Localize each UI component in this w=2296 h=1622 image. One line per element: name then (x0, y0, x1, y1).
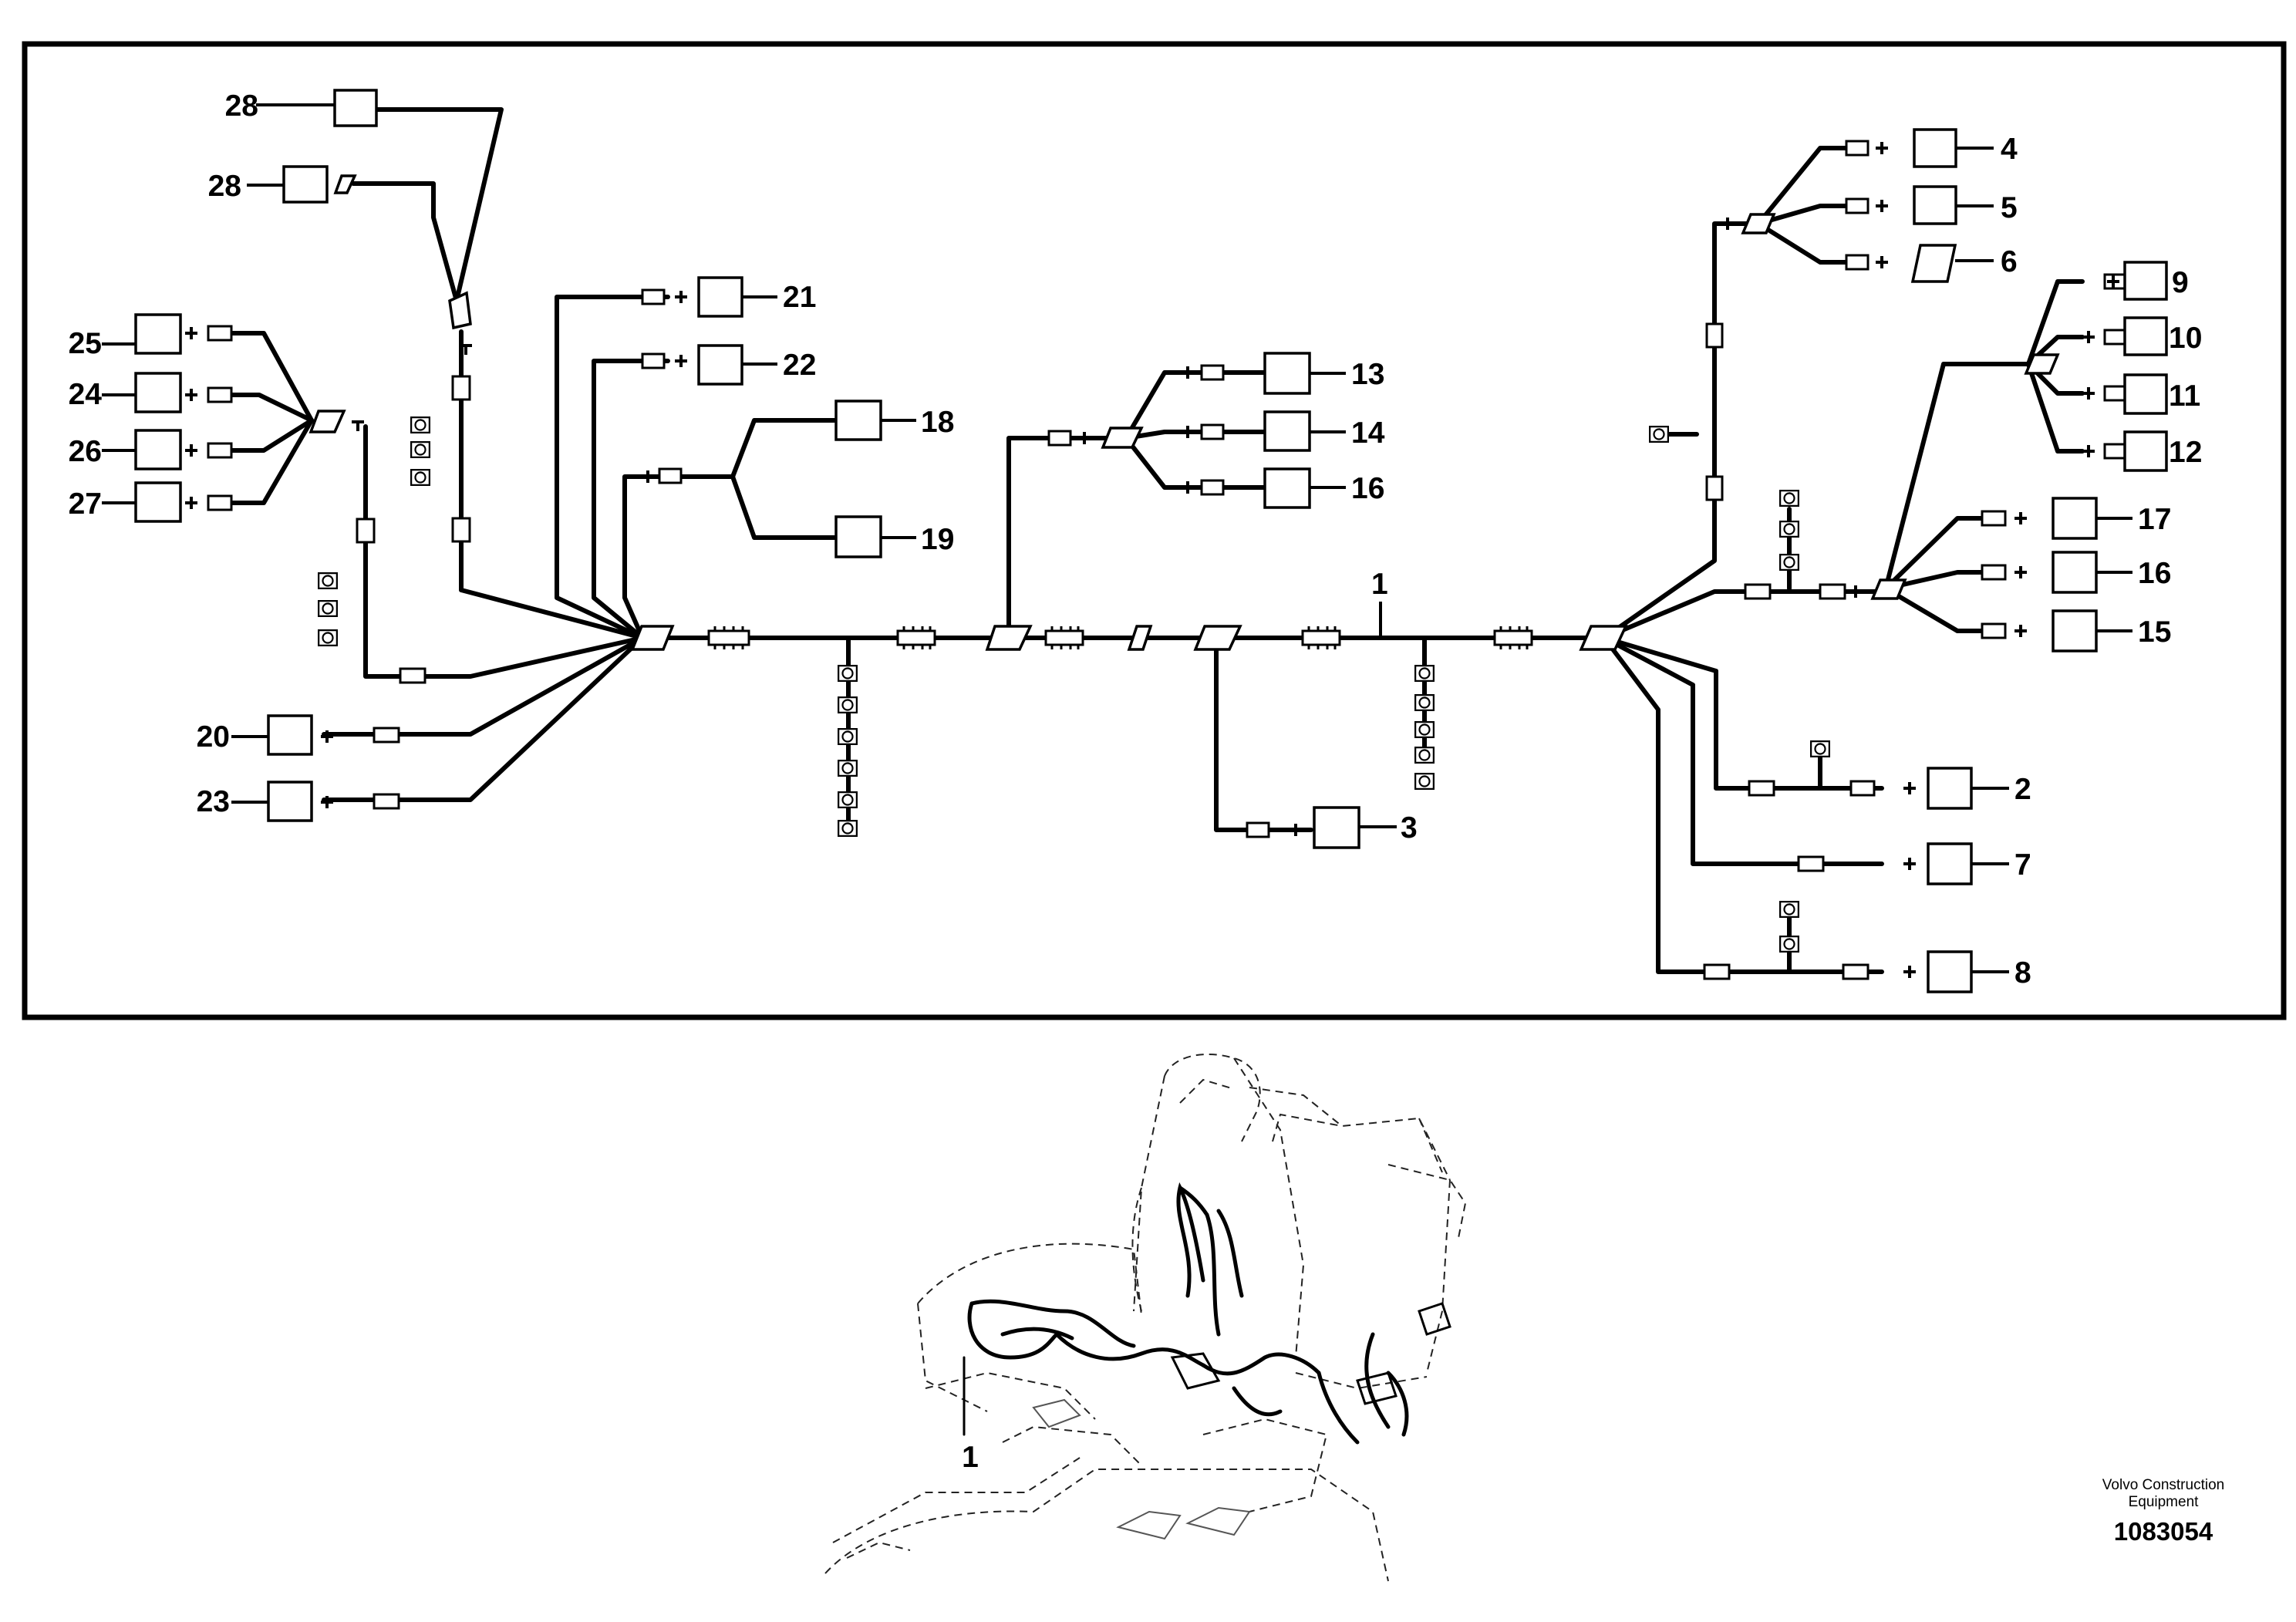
component-boxes (134, 89, 2168, 993)
callout-7: 7 (2014, 848, 2031, 882)
harness-wires (223, 107, 2085, 974)
callout-1: 1 (1371, 568, 1388, 601)
callout-3: 3 (1401, 811, 1418, 845)
component-7 (1927, 842, 1973, 885)
component-10 (2123, 316, 2168, 356)
callout-9: 9 (2172, 266, 2189, 299)
callout-28-lower: 28 (208, 170, 241, 203)
component-28-lower (282, 165, 329, 204)
component-12 (2123, 430, 2168, 472)
callout-6: 6 (2001, 245, 2018, 278)
drawing-id: 1083054 (2113, 1517, 2213, 1546)
component-9 (2123, 261, 2168, 301)
component-21 (697, 276, 743, 318)
component-15 (2052, 609, 2098, 653)
component-28-upper (333, 89, 378, 127)
component-5 (1913, 185, 1957, 225)
callout-26: 26 (69, 435, 102, 468)
callout-8: 8 (2014, 956, 2031, 990)
callout-12: 12 (2169, 436, 2202, 469)
overview-callout-1: 1 (962, 1441, 979, 1474)
callout-22: 22 (783, 349, 816, 382)
component-22 (697, 344, 743, 386)
callout-10: 10 (2169, 322, 2202, 355)
component-19 (834, 515, 882, 558)
diagram-frame (22, 41, 2287, 1020)
callout-4: 4 (2001, 133, 2018, 166)
callout-11: 11 (2169, 379, 2200, 413)
callout-20: 20 (197, 720, 230, 754)
component-11 (2123, 373, 2168, 415)
inline-connectors (207, 140, 2126, 980)
callout-19: 19 (921, 523, 954, 556)
component-4 (1913, 128, 1957, 168)
callout-16-right: 16 (2138, 557, 2171, 590)
component-26 (134, 429, 182, 470)
callout-15: 15 (2138, 615, 2171, 649)
callout-2: 2 (2014, 773, 2031, 806)
component-2 (1927, 767, 1973, 810)
component-18 (834, 400, 882, 441)
callout-5: 5 (2001, 191, 2018, 224)
callout-18: 18 (921, 406, 954, 439)
callout-24: 24 (69, 378, 103, 411)
component-3 (1313, 806, 1360, 849)
component-23 (267, 781, 313, 822)
callout-13: 13 (1351, 358, 1384, 391)
terminal-markers (185, 142, 2119, 978)
grommets (707, 626, 1533, 649)
seat-overview-illustration: 1 (824, 1053, 1467, 1582)
callout-27: 27 (69, 487, 102, 521)
component-27 (134, 481, 182, 523)
callout-21: 21 (783, 281, 816, 314)
publisher-name-line1: Volvo Construction (2102, 1477, 2225, 1493)
component-14 (1263, 410, 1311, 452)
callout-14: 14 (1351, 416, 1385, 450)
callout-28-upper: 28 (225, 89, 258, 123)
component-25 (134, 313, 182, 355)
component-24 (134, 372, 182, 413)
publisher-footer: Volvo Construction Equipment 1083054 (2079, 1477, 2248, 1546)
component-13 (1263, 352, 1311, 395)
splice-hubs (308, 174, 2060, 651)
component-16-right (2052, 551, 2098, 594)
callout-16-left: 16 (1351, 472, 1384, 505)
component-20 (267, 714, 313, 756)
callout-23: 23 (197, 785, 230, 818)
callout-17: 17 (2138, 503, 2171, 536)
callout-25: 25 (69, 327, 102, 360)
component-16-left (1263, 467, 1311, 509)
callout-labels: 28 28 25 24 26 27 20 23 21 22 18 19 13 1… (69, 89, 2203, 990)
component-17 (2052, 497, 2098, 540)
publisher-name-line2: Equipment (2128, 1494, 2199, 1510)
ground-points (318, 416, 1830, 953)
callout-leaders (102, 103, 2163, 973)
component-8 (1927, 950, 1973, 993)
